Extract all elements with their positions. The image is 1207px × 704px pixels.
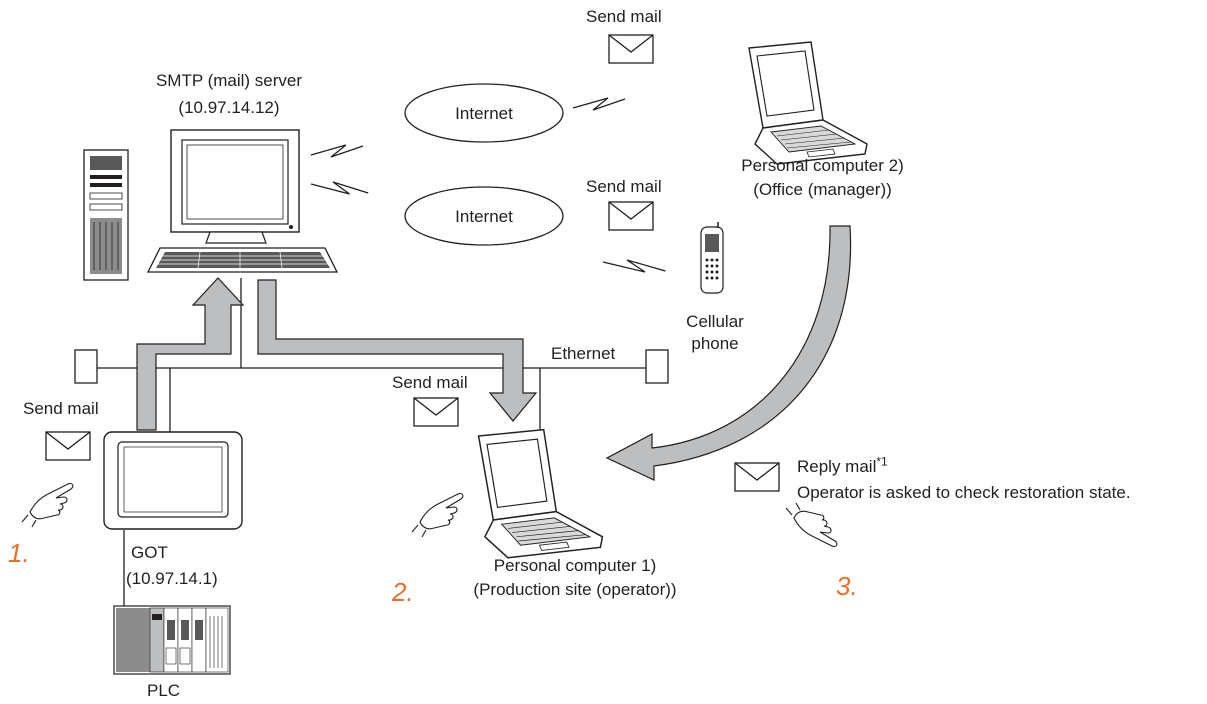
reply-message-label: Operator is asked to check restoration s… [797, 483, 1131, 502]
envelope-icon [413, 397, 459, 427]
send-mail-label-mid: Send mail [586, 177, 662, 196]
keyboard-icon [146, 247, 339, 273]
got-panel-icon [103, 431, 243, 530]
internet-cloud-2 [404, 186, 564, 246]
flow-arrow-got-to-server [136, 277, 245, 431]
reply-mail-footnote: *1 [876, 454, 888, 469]
pointing-hand-icon [21, 482, 74, 528]
laptop-icon [477, 428, 604, 559]
got-label: GOT [131, 543, 168, 562]
step-number-3: 3. [836, 571, 858, 601]
envelope-icon [45, 431, 91, 461]
internet-label-2: Internet [455, 207, 513, 226]
lightning-link-icon [572, 97, 626, 111]
plc-rack-icon [113, 605, 231, 675]
pc2-label-line1: Personal computer 2) [741, 156, 904, 175]
reply-mail-text: Reply mail [797, 457, 877, 476]
server-tower-icon [83, 149, 129, 281]
step-number-2: 2. [392, 577, 414, 607]
laptop-icon [748, 41, 868, 165]
flow-arrow-server-to-pc1 [257, 279, 538, 422]
crt-monitor-icon [170, 129, 300, 244]
pointing-hand-icon [785, 502, 838, 548]
internet-label-1: Internet [455, 104, 513, 123]
step-number-1: 1. [8, 538, 30, 568]
pc2-label-line2: (Office (manager)) [753, 180, 892, 199]
cellular-label-line2: phone [691, 334, 739, 353]
pointing-hand-icon [411, 492, 464, 538]
pc1-label-line2: (Production site (operator)) [473, 580, 677, 599]
envelope-icon [734, 462, 780, 492]
got-address: (10.97.14.1) [126, 569, 218, 588]
lightning-link-icon [310, 144, 364, 158]
cellular-phone-icon [700, 222, 724, 294]
send-mail-label-left: Send mail [23, 399, 99, 418]
flow-arrow-pc2-to-pc1 [605, 225, 852, 481]
envelope-icon [608, 201, 654, 231]
ethernet-label: Ethernet [551, 344, 616, 363]
lightning-link-icon [310, 181, 369, 195]
envelope-icon [608, 34, 654, 64]
lightning-link-icon [602, 259, 667, 273]
send-mail-label-top: Send mail [586, 7, 662, 26]
cellular-label-line1: Cellular [686, 312, 744, 331]
smtp-server-label: SMTP (mail) server [155, 71, 303, 90]
smtp-server-address: (10.97.14.12) [178, 98, 280, 117]
plc-label: PLC [147, 681, 181, 700]
internet-cloud-1 [404, 83, 564, 143]
terminator-icon [74, 349, 98, 384]
pc1-label-line1: Personal computer 1) [493, 556, 657, 575]
send-mail-label-center: Send mail [392, 373, 468, 392]
reply-mail-label: Reply mail*1 [797, 454, 888, 477]
terminator-icon [645, 349, 669, 384]
